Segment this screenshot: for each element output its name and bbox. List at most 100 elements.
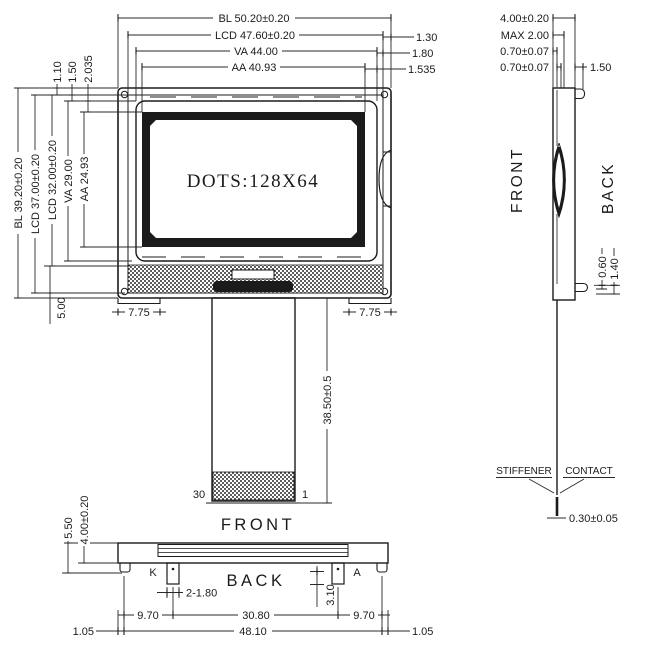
dim-text-bg — [78, 154, 90, 204]
dim-text-bg — [234, 625, 272, 637]
dim-pin-offset: 3.10 — [325, 584, 337, 605]
dim-va-width: VA 44.00 — [234, 46, 278, 58]
dim-body-height: 4.00±0.20 — [79, 496, 91, 545]
dim-lcd-height: LCD 37.00±0.20 — [30, 154, 42, 234]
bottom-view: K A BACK 5.50 4.00±0.20 2-1.80 3.10 9.70… — [62, 494, 433, 638]
bezel-strip-lines — [158, 548, 348, 553]
side-tab — [378, 149, 392, 209]
dim-text-bg — [29, 150, 41, 238]
dim-bl-height: BL 39.20±0.20 — [13, 157, 25, 228]
callout-leaders — [528, 478, 585, 494]
dim-gap-lcd-va: 1.80 — [412, 48, 433, 60]
dimension-extension-lines — [14, 14, 392, 504]
dim-va-height: VA 29.00 — [63, 159, 75, 203]
display-resolution-text: DOTS:128X64 — [187, 171, 320, 192]
fpc-cable — [211, 297, 296, 502]
dim-span-center: 30.80 — [242, 610, 270, 622]
dim-text-bg — [321, 371, 333, 429]
dim-margin-right: 1.05 — [412, 626, 433, 638]
fpc-pin-1: 1 — [302, 489, 308, 501]
dim-text-bg — [213, 12, 295, 24]
dim-text-bg — [596, 254, 608, 280]
dim-text-bg — [134, 609, 162, 621]
bottom-body — [117, 542, 389, 564]
dim-pin-diameter: 2-1.80 — [186, 588, 217, 600]
dim-text-bg — [12, 152, 24, 234]
side-top-hook — [575, 88, 586, 100]
alignment-mark — [231, 269, 275, 280]
viewing-area-outline — [135, 100, 378, 262]
dim-text-bg — [62, 156, 74, 206]
pin-a-label: A — [353, 567, 361, 579]
fpc-pin-30: 30 — [193, 489, 205, 501]
dim-ear-left: 7.75 — [128, 307, 149, 319]
dim-gap-top-1: 1.10 — [52, 61, 64, 82]
dim-text-bg — [46, 136, 58, 224]
dim-span-left: 9.70 — [137, 610, 158, 622]
backlight-pin-k — [166, 562, 180, 585]
dim-gap-top-2: 1.50 — [67, 61, 79, 82]
dim-fpc-exit-2: 1.40 — [609, 258, 621, 279]
dimension-ticks — [552, 14, 618, 295]
front-view: DOTS:128X64 BL 50.20±0.20 LCD 47.60±0.20… — [12, 12, 437, 632]
fpc-exit-tab — [575, 282, 589, 293]
dim-span-overall: 48.10 — [239, 626, 267, 638]
dim-fpc-length: 38.50±0.5 — [322, 376, 334, 425]
stiffener-label: STIFFENER — [496, 466, 552, 477]
dim-total-height: 5.50 — [63, 517, 75, 538]
contact-label: CONTACT — [565, 466, 613, 477]
dimension-lines — [547, 17, 587, 519]
backlight-pin-a — [331, 562, 345, 585]
dim-text-bg — [238, 609, 274, 621]
dimension-lines — [17, 17, 414, 632]
ic-chip-bar — [213, 281, 293, 292]
pin-k-label: K — [149, 567, 157, 579]
dim-gap-va-aa: 1.535 — [408, 64, 436, 76]
dim-text-bg — [62, 515, 74, 541]
dim-max-thickness: MAX 2.00 — [501, 30, 549, 42]
dim-text-bg — [228, 61, 280, 73]
dim-text-bg — [125, 306, 153, 318]
dim-text-bg — [230, 45, 282, 57]
dim-text-bg — [356, 306, 384, 318]
pin-k-dot — [171, 567, 175, 571]
dim-lcd-width: LCD 47.60±0.20 — [215, 30, 295, 42]
dim-span-right: 9.70 — [353, 610, 374, 622]
pin-a-dot — [336, 567, 340, 571]
dimension-extension-lines — [552, 14, 620, 295]
dim-text-bg — [608, 256, 620, 282]
dim-text-bg — [350, 609, 378, 621]
dimension-ticks — [14, 14, 392, 504]
dim-glass-thickness-1: 0.70±0.07 — [500, 46, 549, 58]
bottom-bezel-strip — [157, 544, 349, 557]
dim-aa-height: AA 24.93 — [79, 157, 91, 202]
side-view: 4.00±0.20 MAX 2.00 0.70±0.07 0.70±0.07 1… — [496, 13, 621, 525]
dim-contact-thickness: 0.30±0.05 — [569, 513, 618, 525]
dim-lcd-glass-height: LCD 32.00±0.20 — [47, 140, 59, 220]
dim-total-thickness: 4.00±0.20 — [500, 13, 549, 25]
dim-text-bg — [78, 494, 90, 546]
glass-edge-lens — [552, 146, 566, 218]
dim-bl-width: BL 50.20±0.20 — [218, 13, 289, 25]
fpc-contact-hatch — [212, 471, 295, 501]
active-area — [150, 120, 357, 238]
dim-gap-bl-lcd: 1.30 — [416, 32, 437, 44]
left-foot — [119, 563, 131, 573]
side-back-label: BACK — [600, 162, 617, 214]
dim-fpc-exit-1: 0.60 — [597, 256, 609, 277]
dim-text-bg — [211, 29, 299, 41]
dim-margin-left: 1.05 — [73, 626, 94, 638]
front-view-label: FRONT — [221, 516, 295, 534]
dim-hook-width: 1.50 — [590, 62, 611, 74]
dim-ledge-height: 5.00 — [56, 297, 68, 318]
mounting-ears — [117, 298, 392, 305]
dim-gap-top-3: 2.035 — [83, 55, 95, 83]
back-view-label: BACK — [227, 572, 286, 590]
dim-ear-right: 7.75 — [359, 307, 380, 319]
dim-glass-thickness-2: 0.70±0.07 — [500, 62, 549, 74]
dim-aa-width: AA 40.93 — [232, 62, 277, 74]
side-front-label: FRONT — [509, 147, 526, 213]
right-foot — [376, 563, 388, 573]
